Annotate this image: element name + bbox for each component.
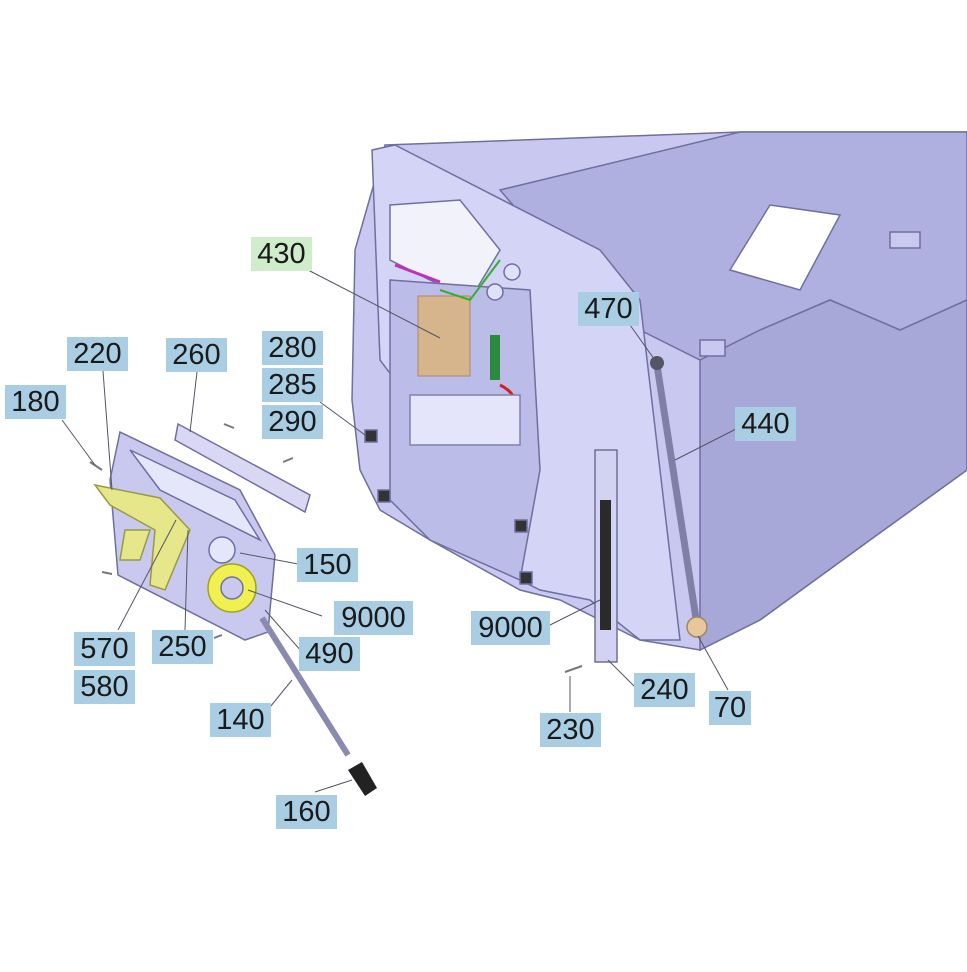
callout-70: 70	[709, 691, 751, 725]
callout-240: 240	[634, 673, 695, 707]
callout-470: 470	[578, 292, 639, 326]
rod-and-knob	[259, 616, 377, 796]
callout-180: 180	[5, 385, 66, 419]
callout-160: 160	[276, 795, 337, 829]
callout-220: 220	[67, 337, 128, 371]
callout-140: 140	[210, 703, 271, 737]
callout-440: 440	[735, 407, 796, 441]
leader-lines	[61, 269, 739, 793]
callout-9000-right: 9000	[471, 611, 550, 645]
callout-230: 230	[540, 713, 601, 747]
callout-570: 570	[74, 632, 135, 666]
callout-150: 150	[297, 548, 358, 582]
callout-430: 430	[251, 237, 312, 271]
callout-580: 580	[74, 670, 135, 704]
callout-490: 490	[299, 637, 360, 671]
machine-housing	[351, 131, 967, 663]
callout-290: 290	[262, 405, 323, 439]
callout-280: 280	[262, 331, 323, 365]
callout-260: 260	[166, 338, 227, 372]
callout-9000-left: 9000	[334, 601, 413, 635]
callout-285: 285	[262, 368, 323, 402]
callout-250: 250	[152, 630, 213, 664]
screws	[89, 423, 583, 673]
side-panel-assembly	[93, 422, 311, 641]
